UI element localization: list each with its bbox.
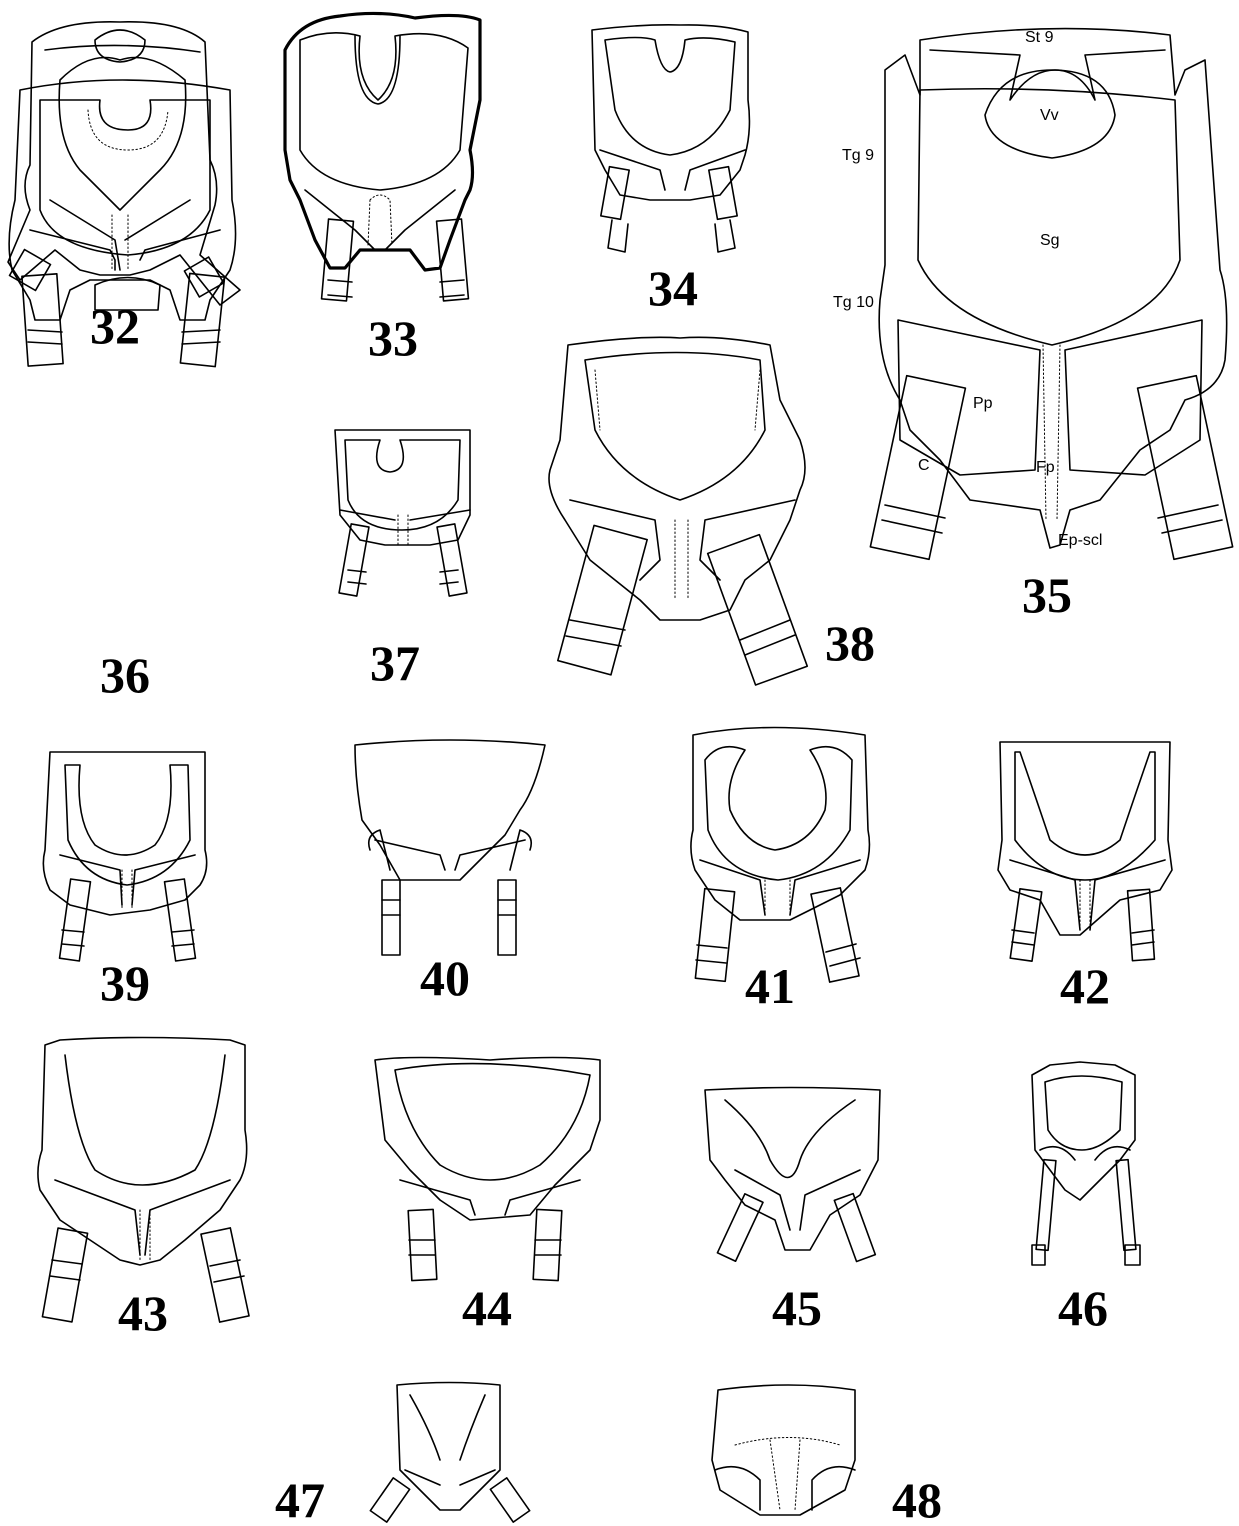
figure-38-drawing (549, 337, 807, 685)
figure-33-drawing (285, 13, 480, 301)
label-tg10: Tg 10 (833, 294, 874, 311)
figure-number-43: 43 (118, 1285, 168, 1341)
figure-34-drawing (592, 25, 749, 252)
label-vv: Vv (1040, 107, 1059, 124)
label-st9: St 9 (1025, 29, 1054, 46)
label-pp: Pp (973, 395, 993, 412)
figure-number-35: 35 (1022, 567, 1072, 623)
figure-number-41: 41 (745, 958, 795, 1014)
figure-number-32: 32 (90, 298, 140, 354)
figure-41-drawing (691, 728, 870, 983)
figure-42-drawing (998, 742, 1172, 961)
figure-number-42: 42 (1060, 958, 1110, 1014)
label-sg: Sg (1040, 232, 1060, 249)
figure-39-drawing (43, 752, 206, 961)
figure-number-40: 40 (420, 950, 470, 1006)
label-ep-scl: Ep-scl (1058, 532, 1102, 549)
figure-number-39: 39 (100, 955, 150, 1011)
figure-48-drawing (712, 1385, 855, 1515)
figure-32-drawing (8, 22, 240, 305)
figure-43-drawing (38, 1038, 249, 1323)
figure-number-46: 46 (1058, 1280, 1108, 1336)
label-tg9: Tg 9 (842, 147, 874, 164)
figure-number-37: 37 (370, 635, 420, 691)
figure-37-drawing (335, 430, 470, 596)
figure-number-48: 48 (892, 1472, 942, 1526)
figure-40-drawing (355, 740, 545, 955)
label-fp: Fp (1036, 459, 1055, 476)
figure-number-36: 36 (100, 647, 150, 703)
figure-number-47: 47 (275, 1472, 325, 1526)
figure-46-drawing (1032, 1062, 1140, 1265)
label-c: C (918, 457, 930, 474)
figure-47-drawing (370, 1383, 529, 1523)
figure-45-drawing (705, 1088, 880, 1262)
figure-number-44: 44 (462, 1280, 512, 1336)
figure-number-45: 45 (772, 1280, 822, 1336)
figure-number-34: 34 (648, 260, 698, 316)
figure-number-33: 33 (368, 310, 418, 366)
figure-number-38: 38 (825, 615, 875, 671)
figure-44-drawing (375, 1058, 600, 1281)
